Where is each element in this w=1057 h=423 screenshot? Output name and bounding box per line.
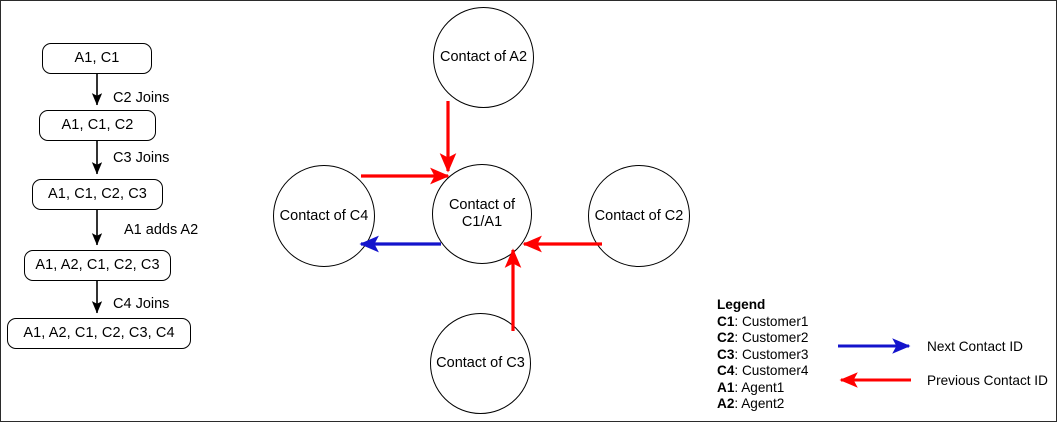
legend-key-c3: C3 — [717, 346, 735, 362]
legend-sep-a1: : — [734, 379, 742, 395]
legend: Legend C1: Customer1 C2: Customer2 C3: C… — [717, 297, 808, 413]
legend-key-c4: C4 — [717, 363, 735, 378]
flow-step-4-label: A1, A2, C1, C2, C3 — [35, 257, 160, 274]
flow-step-5: A1, A2, C1, C2, C3, C4 — [7, 318, 191, 349]
node-contact-of-c2-label: Contact of C2 — [594, 207, 684, 224]
legend-entry-c4: C4: Customer4 — [717, 363, 808, 380]
flow-step-1-label: A1, C1 — [74, 50, 120, 67]
flow-transition-3-label: A1 adds A2 — [124, 222, 199, 238]
node-contact-of-a2[interactable]: Contact of A2 — [433, 7, 534, 108]
node-contact-of-c1-a1[interactable]: Contact of C1/A1 — [432, 164, 532, 264]
node-contact-of-c4[interactable]: Contact of C4 — [273, 165, 375, 267]
legend-key-a1: A1 — [717, 379, 735, 395]
flow-step-3-label: A1, C1, C2, C3 — [48, 186, 147, 203]
legend-value-c3: Customer3 — [741, 346, 809, 362]
legend-key-c1: C1 — [717, 313, 735, 329]
graph-edges — [359, 101, 602, 331]
node-contact-of-a2-label: Contact of A2 — [439, 49, 528, 66]
flow-transition-1-label: C2 Joins — [113, 90, 170, 106]
legend-sep-c2: : — [734, 330, 742, 345]
node-contact-of-c4-label: Contact of C4 — [279, 207, 369, 224]
legend-sample-arrows — [838, 338, 911, 388]
legend-sep-c4: : — [734, 363, 742, 378]
flow-step-4: A1, A2, C1, C2, C3 — [24, 250, 171, 281]
legend-key-a2: A2 — [717, 396, 735, 411]
legend-entry-a2: A2: Agent2 — [717, 396, 808, 413]
legend-value-c1: Customer1 — [741, 313, 809, 329]
legend-value-c4: Customer4 — [741, 363, 809, 378]
node-contact-of-c2[interactable]: Contact of C2 — [588, 165, 690, 267]
flow-step-5-label: A1, A2, C1, C2, C3, C4 — [23, 325, 175, 342]
flow-step-2-label: A1, C1, C2 — [61, 117, 134, 134]
legend-key-c2: C2 — [717, 330, 735, 345]
legend-entry-c1: C1: Customer1 — [717, 314, 808, 331]
legend-arrow-previous-label: Previous Contact ID — [927, 373, 1048, 388]
legend-arrow-next-label: Next Contact ID — [927, 339, 1023, 354]
flow-step-1: A1, C1 — [42, 43, 152, 74]
node-contact-of-c1-a1-label-line2: C1/A1 — [461, 214, 503, 230]
node-contact-of-c3-label: Contact of C3 — [436, 355, 525, 372]
legend-entry-a1: A1: Agent1 — [717, 380, 808, 397]
flow-step-2: A1, C1, C2 — [39, 110, 156, 141]
legend-sep-c1: : — [734, 313, 742, 329]
flow-transition-4-label: C4 Joins — [113, 296, 170, 312]
legend-entry-c2: C2: Customer2 — [717, 330, 808, 347]
legend-value-c2: Customer2 — [741, 330, 809, 345]
legend-entry-c3: C3: Customer3 — [717, 347, 808, 364]
legend-sep-c3: : — [734, 346, 742, 362]
legend-value-a1: Agent1 — [741, 379, 785, 395]
legend-sep-a2: : — [734, 396, 742, 411]
flow-transition-2-label: C3 Joins — [113, 150, 170, 166]
legend-value-a2: Agent2 — [741, 396, 785, 411]
flow-step-3: A1, C1, C2, C3 — [32, 179, 163, 210]
node-contact-of-c1-a1-label-line1: Contact of — [448, 197, 516, 214]
legend-title: Legend — [717, 297, 766, 312]
